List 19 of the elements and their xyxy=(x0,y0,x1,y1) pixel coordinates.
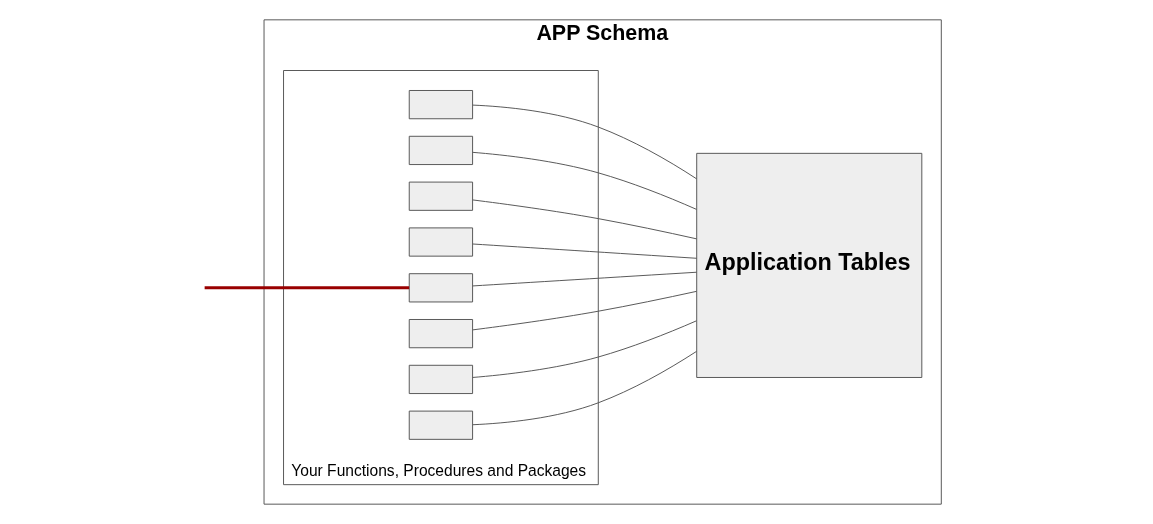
node-box xyxy=(408,319,474,349)
connector xyxy=(472,151,697,210)
node-box xyxy=(408,90,474,120)
node-box xyxy=(408,227,474,257)
connector xyxy=(472,243,698,259)
connector xyxy=(472,290,698,331)
connector xyxy=(472,104,698,180)
connector xyxy=(472,199,698,240)
cluster: Your Functions, Procedures and Packages xyxy=(283,70,599,486)
connector xyxy=(472,271,698,287)
node-box xyxy=(408,410,474,440)
connector xyxy=(204,286,410,290)
node-box xyxy=(408,273,474,303)
connector xyxy=(472,350,698,426)
node-box xyxy=(408,181,474,211)
connector xyxy=(472,320,697,378)
node-box xyxy=(408,135,474,166)
node-box: Application Tables xyxy=(696,152,923,378)
node-box xyxy=(408,364,474,395)
